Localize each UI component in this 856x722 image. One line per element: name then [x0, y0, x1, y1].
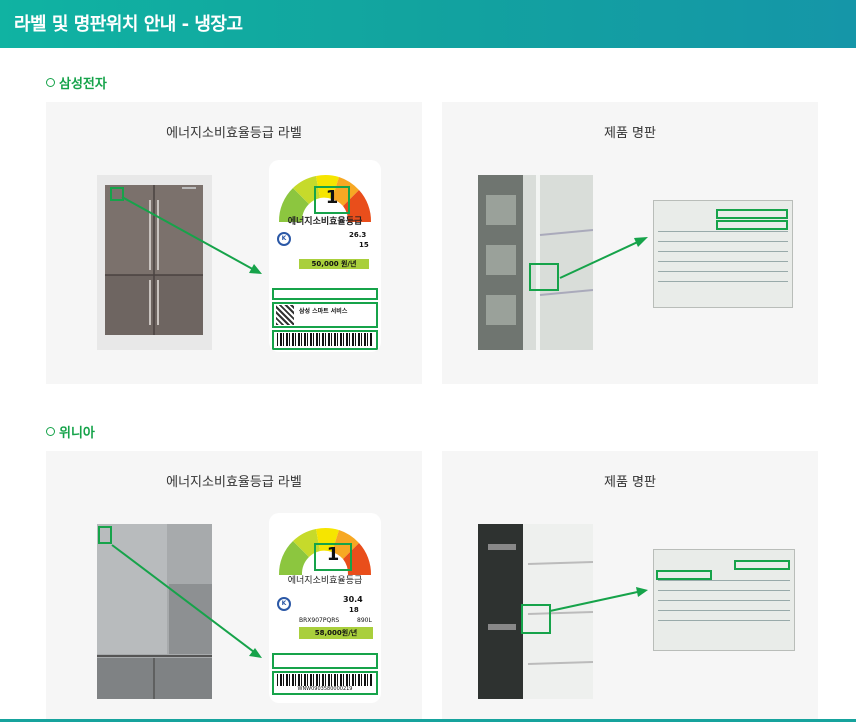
energy-value-1: 26.3 [349, 231, 367, 239]
grade-value: 1 [325, 187, 339, 208]
panel-title: 제품 명판 [604, 475, 656, 490]
model-highlight [734, 560, 790, 570]
barcode-highlight [272, 671, 378, 695]
model-highlight [716, 209, 788, 219]
model-number: BRX907PQRS [299, 617, 340, 624]
info-highlight [272, 653, 378, 669]
serial-highlight [716, 220, 788, 230]
grade-gauge-icon [278, 527, 372, 575]
annual-cost: 50,000 원/년 [299, 259, 369, 269]
energy-value-2: 18 [349, 606, 359, 614]
service-highlight [272, 302, 378, 328]
label-location-highlight [98, 526, 112, 544]
energy-label-panel-winia: 에너지소비효율등급 라벨 1 에너지소비효율등급 K 30.4 18 BRX90… [46, 451, 422, 721]
label-heading: 에너지소비효율등급 [287, 217, 363, 227]
label-heading: 에너지소비효율등급 [287, 576, 363, 586]
service-text: 삼성 스마트 서비스 [299, 308, 348, 315]
kc-mark-icon: K [277, 597, 291, 611]
pointer-arrow [559, 237, 648, 279]
capacity: 890L [357, 617, 372, 624]
serial-highlight [656, 570, 712, 580]
circle-bullet-icon [46, 78, 55, 87]
energy-label-panel-samsung: 에너지소비효율등급 라벨 1 에너지소비효율등 [46, 102, 422, 384]
pointer-arrow [111, 544, 262, 658]
product-nameplate [653, 200, 793, 308]
circle-bullet-icon [46, 427, 55, 436]
pointer-arrow [121, 196, 262, 274]
brand-label: 위니아 [59, 426, 95, 441]
bottom-divider [0, 719, 856, 722]
grade-highlight [314, 543, 352, 571]
barcode-icon [277, 674, 373, 686]
barcode-number: WNW0903580000219 [297, 686, 353, 692]
refrigerator-photo [97, 175, 212, 350]
energy-value-2: 15 [359, 241, 369, 249]
panel-title: 에너지소비효율등급 라벨 [166, 126, 302, 141]
nameplate-panel-samsung: 제품 명판 [442, 102, 818, 384]
energy-efficiency-label: 1 에너지소비효율등급 K 26.3 15 50,000 원/년 삼성 스마트 … [269, 160, 381, 352]
energy-value-1: 30.4 [343, 595, 363, 604]
info-highlight [272, 288, 378, 300]
page-title: 라벨 및 명판위치 안내 - 냉장고 [14, 14, 243, 35]
kc-mark-icon: K [277, 232, 291, 246]
barcode-icon [277, 333, 373, 346]
panel-title: 에너지소비효율등급 라벨 [166, 475, 302, 490]
brand-heading-winia: 위니아 [46, 422, 95, 441]
barcode-highlight [272, 330, 378, 350]
label-location-highlight [110, 187, 124, 201]
nameplate-location-highlight [521, 604, 551, 634]
pointer-arrow [549, 587, 648, 612]
page-header: 라벨 및 명판위치 안내 - 냉장고 [0, 0, 856, 48]
grade-value: 1 [326, 544, 340, 565]
panel-title: 제품 명판 [604, 126, 656, 141]
fridge-interior-photo [478, 175, 593, 350]
product-nameplate [653, 549, 795, 651]
brand-label: 삼성전자 [59, 77, 107, 92]
brand-heading-samsung: 삼성전자 [46, 73, 107, 92]
qr-code-icon [276, 305, 294, 325]
grade-highlight [314, 186, 350, 214]
refrigerator-photo [97, 524, 212, 699]
fridge-interior-photo [478, 524, 593, 699]
annual-cost: 58,000원/년 [299, 627, 373, 639]
nameplate-location-highlight [529, 263, 559, 291]
nameplate-panel-winia: 제품 명판 [442, 451, 818, 721]
energy-efficiency-label: 1 에너지소비효율등급 K 30.4 18 BRX907PQRS 890L 58… [269, 513, 381, 703]
